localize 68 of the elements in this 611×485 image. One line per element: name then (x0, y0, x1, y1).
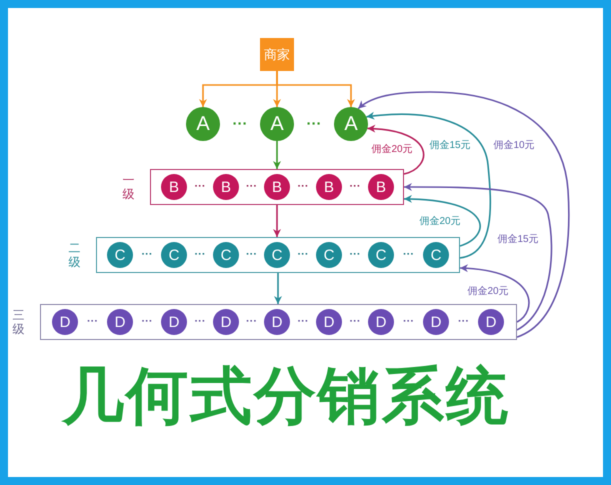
member-circle: B (161, 174, 187, 200)
curved-arrow (404, 195, 481, 247)
member-circle: B (368, 174, 394, 200)
ellipsis: ··· (350, 316, 360, 328)
ellipsis: ··· (194, 250, 206, 260)
member-circle: D (478, 309, 504, 335)
member-circle: C (213, 242, 239, 268)
curved-arrow (460, 264, 530, 323)
member-circle: D (368, 309, 394, 335)
ellipsis: ··· (350, 182, 360, 192)
ellipsis: ··· (232, 116, 248, 132)
curved-arrow (404, 183, 552, 331)
ellipsis: ··· (306, 116, 322, 132)
arrow (274, 273, 282, 304)
edge-label: 佣金15元 (496, 234, 540, 246)
ellipsis: ··· (458, 316, 469, 328)
ellipsis: ··· (350, 250, 360, 260)
member-circle: D (213, 309, 239, 335)
ellipsis: ··· (142, 250, 152, 260)
ellipsis: ··· (194, 316, 206, 328)
curved-arrow (366, 112, 492, 259)
member-circle: A (186, 107, 220, 141)
level-label: 二级 (68, 241, 81, 269)
member-circle: A (260, 107, 294, 141)
arrow (273, 141, 281, 169)
member-circle: B (213, 174, 239, 200)
curved-arrow (358, 91, 570, 338)
level-band (68, 237, 460, 273)
member-circle: C (161, 242, 187, 268)
ellipsis: ··· (298, 250, 308, 260)
merchant-box: 商家 (260, 38, 294, 71)
ellipsis: ··· (403, 250, 414, 260)
edge-label: 佣金20元 (370, 144, 414, 156)
level-band (12, 304, 517, 340)
level-label: 一级 (122, 173, 135, 201)
ellipsis: ··· (87, 316, 98, 328)
level-label: 三级 (12, 308, 25, 336)
member-circle: D (107, 309, 133, 335)
edge-label: 佣金20元 (418, 216, 462, 228)
edge-label: 佣金20元 (466, 286, 510, 298)
member-circle: C (264, 242, 290, 268)
arrow (273, 205, 281, 237)
member-circle: D (423, 309, 449, 335)
ellipsis: ··· (298, 182, 308, 192)
member-circle: C (107, 242, 133, 268)
member-circle: D (52, 309, 78, 335)
member-circle: B (316, 174, 342, 200)
ellipsis: ··· (298, 316, 308, 328)
ellipsis: ··· (142, 316, 152, 328)
ellipsis: ··· (246, 182, 257, 192)
member-circle: D (264, 309, 290, 335)
member-circle: D (316, 309, 342, 335)
member-circle: A (334, 107, 368, 141)
member-circle: B (264, 174, 290, 200)
edge-label: 佣金10元 (492, 140, 536, 152)
diagram-title: 几何式分销系统 (62, 366, 510, 428)
arrow (276, 71, 355, 107)
edge-label: 佣金15元 (428, 140, 472, 152)
ellipsis: ··· (246, 316, 257, 328)
member-circle: C (423, 242, 449, 268)
ellipsis: ··· (403, 316, 414, 328)
level-band (122, 169, 404, 205)
curved-arrow (367, 124, 424, 175)
ellipsis: ··· (194, 182, 206, 192)
ellipsis: ··· (246, 250, 257, 260)
member-circle: D (161, 309, 187, 335)
member-circle: C (368, 242, 394, 268)
member-circle: C (316, 242, 342, 268)
